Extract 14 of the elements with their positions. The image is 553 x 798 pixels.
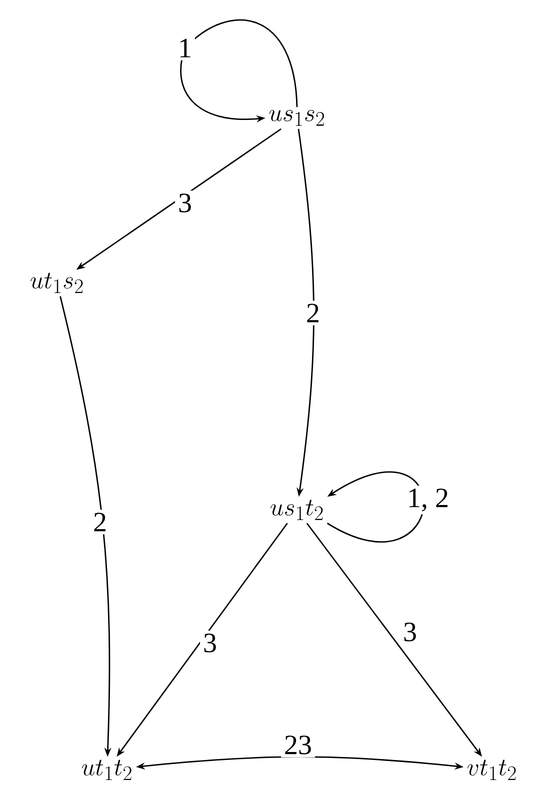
edge-label: 23 [281, 732, 315, 758]
edge-label: 1, 2 [404, 486, 452, 514]
edge-label: 3 [175, 190, 195, 216]
math-label: $us_1s_2$ [269, 110, 324, 126]
edge-label: 2 [90, 510, 110, 534]
arrow [326, 472, 424, 542]
math-label: $ut_1t_2$ [82, 760, 132, 780]
math-label: $vt_1t_2$ [468, 760, 516, 780]
edge-label: 1 [175, 36, 195, 60]
edge-label: 2 [303, 300, 323, 326]
math-label: $ut_1s_2$ [30, 272, 83, 294]
edge-label: 3 [200, 630, 220, 656]
math-label: $us_1t_2$ [270, 500, 323, 520]
edge-label: 3 [400, 620, 420, 644]
